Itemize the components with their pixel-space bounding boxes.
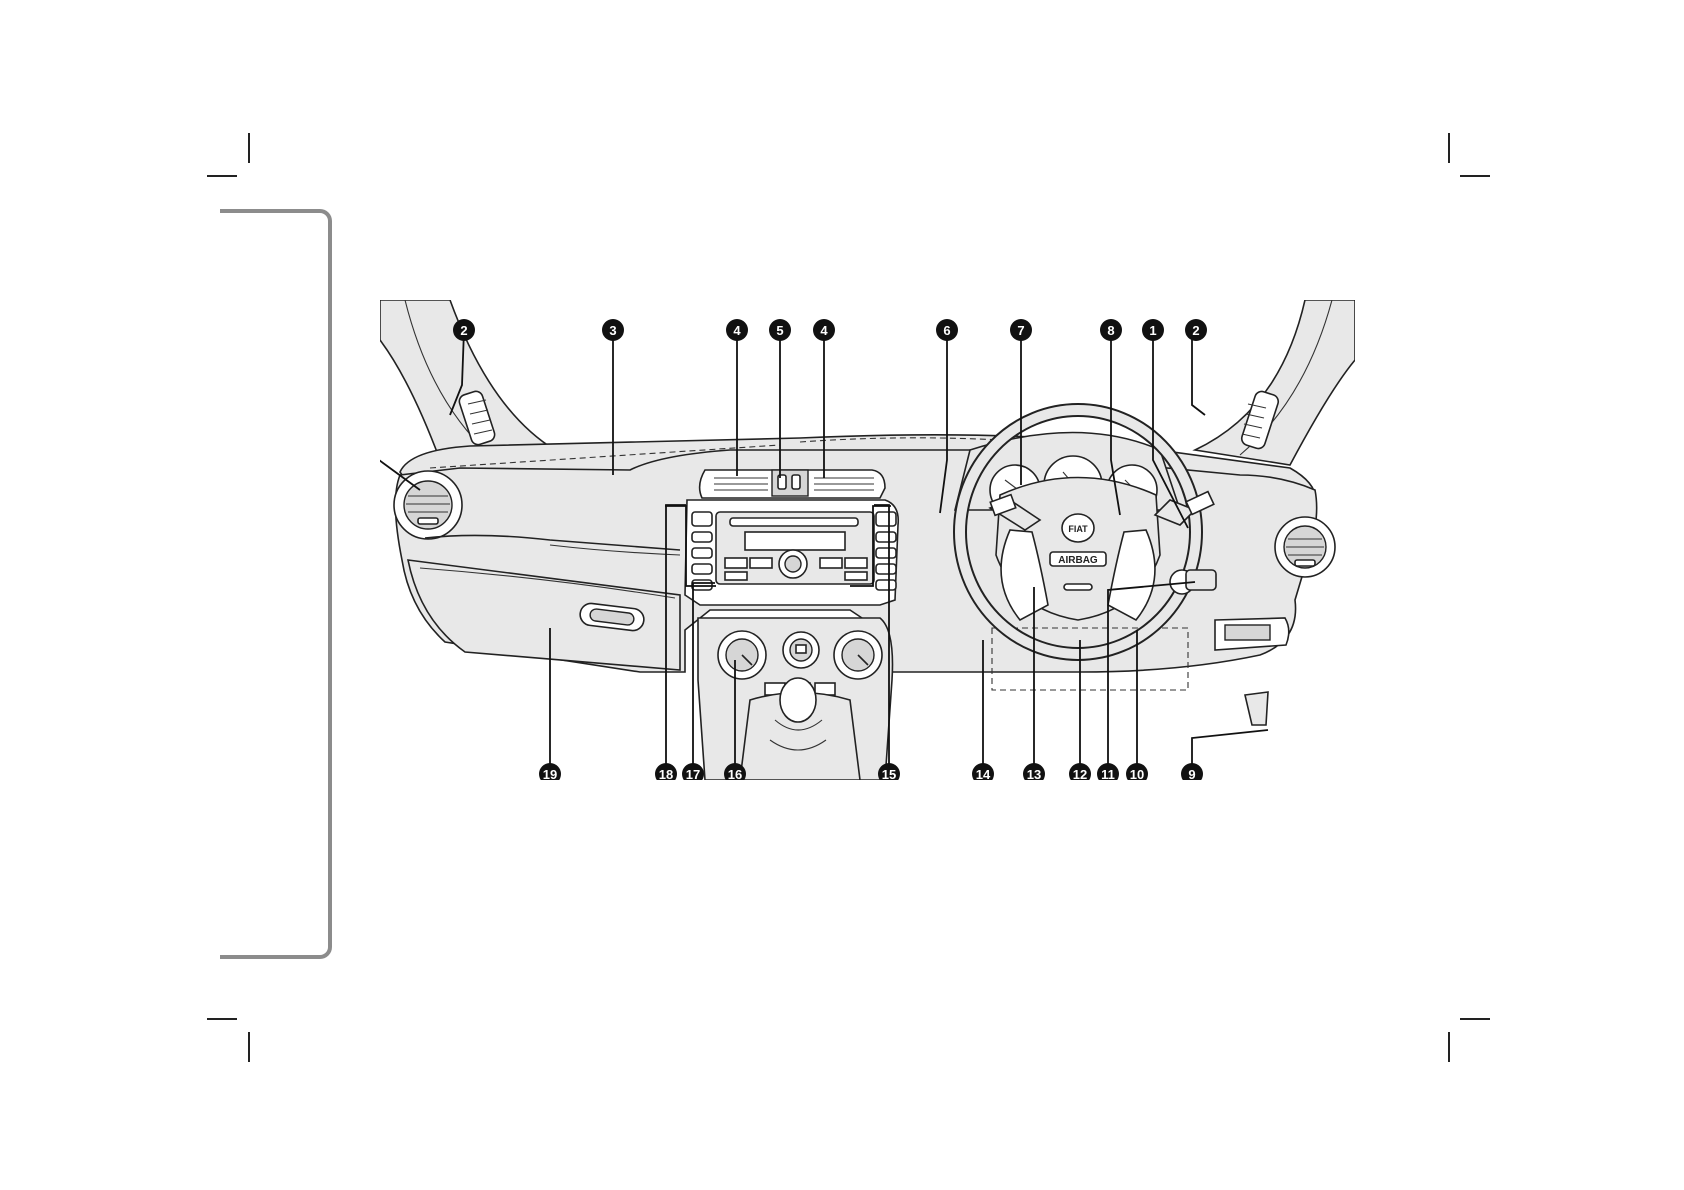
svg-text:18: 18 [659,767,673,780]
callout-badge: 8 [1100,319,1122,341]
crop-mark-bottom-left-horizontal [207,1018,237,1020]
svg-text:11: 11 [1101,767,1115,780]
climate-controls [717,630,883,696]
radio-unit [715,511,875,585]
section-tab [220,209,332,959]
bonnet-release [1244,691,1269,726]
callout-badge: 18 [655,763,677,780]
leader-lines [380,329,1269,775]
svg-text:4: 4 [820,323,828,338]
callout-badge: 4 [726,319,748,341]
fiat-logo [1061,513,1095,543]
callout-badge: 12 [1069,763,1091,780]
callout-badge: 9 [1181,763,1203,780]
crop-mark-top-left-horizontal [207,175,237,177]
svg-text:2: 2 [460,323,467,338]
svg-text:19: 19 [543,767,557,780]
crop-mark-top-right-vertical [1448,133,1450,163]
svg-text:7: 7 [1017,323,1024,338]
right-switch-column [875,511,897,591]
callout-badge: 14 [972,763,994,780]
svg-text:6: 6 [943,323,950,338]
svg-text:16: 16 [728,767,742,780]
callout-badge: 2 [1185,319,1207,341]
svg-text:3: 3 [609,323,616,338]
callout-badge: 7 [1010,319,1032,341]
crop-mark-bottom-left-vertical [248,1032,250,1062]
left-round-air-vent [393,470,463,540]
callout-badge: 13 [1023,763,1045,780]
svg-text:15: 15 [882,767,896,780]
callout-badge: 3 [602,319,624,341]
dashboard-diagram: FIAT AIRBAG [380,300,1355,780]
callout-badge: 1 [1142,319,1164,341]
left-switch-column [691,511,713,591]
callout-badge: 11 [1097,763,1119,780]
fuse-box-cover [991,627,1189,691]
callout-badge: 15 [878,763,900,780]
ignition-switch [1169,569,1217,595]
svg-text:12: 12 [1073,767,1087,780]
right-round-air-vent [1274,516,1336,578]
svg-text:9: 9 [1188,767,1195,780]
svg-text:1: 1 [1149,323,1156,338]
callout-badge: 5 [769,319,791,341]
crop-mark-bottom-right-horizontal [1460,1018,1490,1020]
crop-mark-top-left-vertical [248,133,250,163]
crop-mark-bottom-right-vertical [1448,1032,1450,1062]
center-air-vents [698,469,886,499]
callout-badge: 2 [453,319,475,341]
glove-box [406,559,681,671]
left-side-pillar-vent [458,390,496,446]
svg-text:5: 5 [776,323,783,338]
left-stalk [988,493,1042,531]
callout-badge: 16 [724,763,746,780]
callout-badge: 17 [682,763,704,780]
callout-badge: 6 [936,319,958,341]
gear-lever [739,677,861,780]
svg-text:10: 10 [1130,767,1144,780]
svg-text:4: 4 [733,323,741,338]
svg-text:2: 2 [1192,323,1199,338]
svg-text:17: 17 [686,767,700,780]
callout-badge: 19 [539,763,561,780]
airbag-label: AIRBAG [1058,555,1098,566]
right-stalk [1153,490,1215,526]
svg-text:14: 14 [976,767,991,780]
right-side-pillar-vent [1240,390,1280,450]
callout-badge: 10 [1126,763,1148,780]
fiat-logo-text: FIAT [1068,524,1088,534]
horn-pad-slot [1063,583,1093,591]
right-a-pillar [1192,300,1355,466]
crop-mark-top-right-horizontal [1460,175,1490,177]
svg-text:13: 13 [1027,767,1041,780]
svg-text:8: 8 [1107,323,1114,338]
callout-badge: 4 [813,319,835,341]
